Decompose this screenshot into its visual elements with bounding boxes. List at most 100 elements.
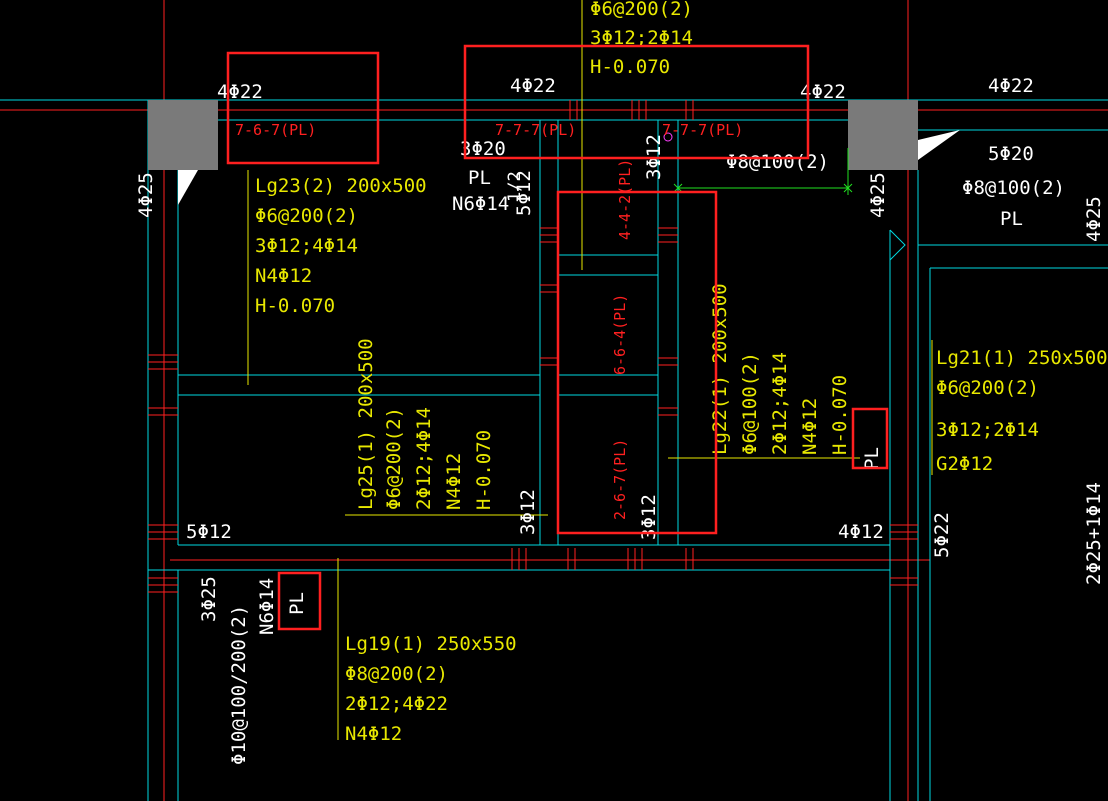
tick-mid-1 bbox=[540, 227, 558, 243]
lg22-bars: 2Φ12;4Φ14 bbox=[769, 352, 791, 455]
annotations: Φ6@200(2) 3Φ12;2Φ14 H-0.070 Lg23(2) 200x… bbox=[255, 0, 1108, 745]
lg19-bars: 2Φ12;4Φ22 bbox=[345, 693, 448, 715]
three-12-mid: 3Φ12 bbox=[517, 489, 539, 535]
lg25-name: Lg25(1) 200x500 bbox=[355, 338, 377, 510]
tick-mid-5 bbox=[658, 357, 678, 366]
tick-top-2 bbox=[631, 100, 647, 120]
rebar-ticks bbox=[148, 100, 918, 593]
tick-top-1 bbox=[569, 100, 578, 120]
lg25-height: H-0.070 bbox=[473, 430, 495, 510]
white-annotations: 4Φ22 4Φ22 4Φ22 4Φ22 3Φ20 PL N6Φ14 5Φ12 3… bbox=[135, 75, 1105, 765]
four-12-right: 4Φ12 bbox=[838, 521, 884, 543]
tick-top-3 bbox=[685, 100, 694, 120]
lg25-bars: 2Φ12;4Φ14 bbox=[413, 407, 435, 510]
column-left[interactable] bbox=[148, 100, 218, 170]
mid-v1: 5Φ12 bbox=[513, 170, 535, 216]
tick-left-2 bbox=[148, 407, 178, 416]
col-label-3: 4Φ22 bbox=[800, 81, 846, 103]
top-stirrup-label: Φ6@200(2) bbox=[590, 0, 693, 20]
beam-line-joint-right bbox=[889, 229, 906, 261]
column-right[interactable] bbox=[848, 100, 918, 170]
lg19-torsion: N4Φ12 bbox=[345, 723, 402, 745]
right-col-bars: 4Φ25 bbox=[867, 172, 889, 218]
green-dimension bbox=[673, 148, 853, 195]
far-right-bars: 2Φ25+1Φ14 bbox=[1083, 482, 1105, 585]
tick-bot-3 bbox=[627, 548, 643, 570]
tick-left-3 bbox=[148, 524, 178, 540]
column-right-haunch bbox=[918, 130, 960, 160]
pink-marker bbox=[663, 132, 673, 142]
lg23-torsion: N4Φ12 bbox=[255, 265, 312, 287]
tag-7-7-7-b: 7-7-7(PL) bbox=[662, 121, 743, 139]
lg19-pl: PL bbox=[286, 592, 308, 615]
lg22-name: Lg22(1) 200x500 bbox=[709, 283, 731, 455]
tag-4-4-2: 4-4-2(PL) bbox=[616, 159, 634, 240]
right-top-pl: PL bbox=[1000, 208, 1023, 230]
lg19-left-torsion: N6Φ14 bbox=[256, 578, 278, 635]
lg22-pl: PL bbox=[861, 447, 883, 470]
lg21-stirrup: Φ6@200(2) bbox=[936, 377, 1039, 399]
tick-mid-6 bbox=[658, 407, 678, 416]
lg21-name: Lg21(1) 250x500 bbox=[936, 347, 1108, 369]
mid-bottom-bars: 3Φ20 bbox=[460, 138, 506, 160]
highlight-boxes bbox=[226, 44, 889, 631]
tick-mid-4 bbox=[658, 227, 678, 243]
green-cross-right bbox=[843, 183, 853, 193]
tag-7-6-7-left: 7-6-7(PL) bbox=[235, 121, 316, 139]
tick-mid-3 bbox=[540, 357, 558, 366]
mid-torsion: N6Φ14 bbox=[452, 193, 509, 215]
col-label-1: 4Φ22 bbox=[217, 81, 263, 103]
lg23-height: H-0.070 bbox=[255, 295, 335, 317]
tag-2-6-7: 2-6-7(PL) bbox=[611, 439, 629, 520]
highlight-box-tag1[interactable] bbox=[226, 51, 380, 165]
mid-small-label: 1/2 bbox=[505, 171, 525, 202]
highlight-box-lg19-pl[interactable] bbox=[277, 571, 322, 631]
tick-left-1 bbox=[148, 354, 178, 370]
lg25-torsion: N4Φ12 bbox=[443, 453, 465, 510]
top-height-label: H-0.070 bbox=[590, 56, 670, 78]
columns bbox=[148, 100, 960, 205]
mid-right-stirrup: Φ8@100(2) bbox=[726, 151, 829, 173]
lg22-torsion: N4Φ12 bbox=[799, 398, 821, 455]
column-left-haunch bbox=[178, 170, 198, 205]
mid-pl-label: PL bbox=[468, 167, 491, 189]
green-cross-left bbox=[673, 183, 683, 193]
tag-7-7-7-a: 7-7-7(PL) bbox=[495, 121, 576, 139]
tick-right-1 bbox=[890, 524, 918, 540]
col-label-4: 4Φ22 bbox=[988, 75, 1034, 97]
lg25-stirrup: Φ6@200(2) bbox=[383, 407, 405, 510]
highlight-box-lg22-pl[interactable] bbox=[851, 407, 889, 470]
col-label-2: 4Φ22 bbox=[510, 75, 556, 97]
tick-left-4 bbox=[148, 577, 178, 593]
tick-bot-1 bbox=[511, 548, 527, 570]
lg23-name: Lg23(2) 200x500 bbox=[255, 175, 427, 197]
lg19-left-bottom: 3Φ25 bbox=[198, 576, 220, 622]
five-12-left: 5Φ12 bbox=[186, 521, 232, 543]
lg22-height: H-0.070 bbox=[829, 375, 851, 455]
tick-bot-4 bbox=[685, 548, 694, 570]
lg23-stirrup: Φ6@200(2) bbox=[255, 205, 358, 227]
highlight-box-pl-stack[interactable] bbox=[556, 190, 718, 535]
tick-bot-2 bbox=[567, 548, 576, 570]
lg21-torsion: G2Φ12 bbox=[936, 453, 993, 475]
three-12-mid2: 3Φ12 bbox=[638, 494, 660, 540]
lg21-bars: 3Φ12;2Φ14 bbox=[936, 419, 1039, 441]
lg22-stirrup: Φ6@100(2) bbox=[739, 352, 761, 455]
far-right-col-bars: 4Φ25 bbox=[1083, 196, 1105, 242]
lg19-name: Lg19(1) 250x550 bbox=[345, 633, 517, 655]
highlight-box-top[interactable] bbox=[463, 44, 810, 160]
red-tags: 7-6-7(PL) 7-7-7(PL) 7-7-7(PL) 4-4-2(PL) … bbox=[235, 121, 743, 520]
right-top-stirrup: Φ8@100(2) bbox=[962, 177, 1065, 199]
lg19-left-stirrup: Φ10@100/200(2) bbox=[228, 605, 250, 765]
lg19-stirrup: Φ8@200(2) bbox=[345, 663, 448, 685]
five-22: 5Φ22 bbox=[931, 512, 953, 558]
tick-mid-2 bbox=[540, 284, 558, 293]
tag-6-6-4: 6-6-4(PL) bbox=[611, 294, 629, 375]
top-bars-label: 3Φ12;2Φ14 bbox=[590, 27, 693, 49]
left-col-bars: 4Φ25 bbox=[135, 172, 157, 218]
beam-outlines bbox=[0, 99, 1108, 801]
tick-right-2 bbox=[890, 577, 918, 586]
right-top-bottom-bars: 5Φ20 bbox=[988, 143, 1034, 165]
lg23-bars: 3Φ12;4Φ14 bbox=[255, 235, 358, 257]
